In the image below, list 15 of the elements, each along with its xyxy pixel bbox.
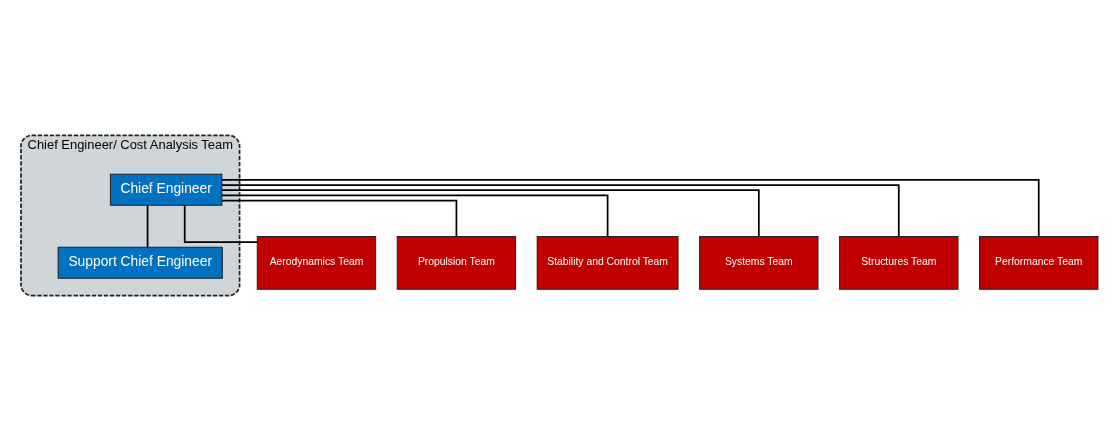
connector bbox=[221, 188, 760, 237]
node-box: Systems Team bbox=[699, 235, 819, 290]
connector bbox=[146, 204, 149, 248]
connector bbox=[221, 178, 1040, 237]
node-box: Propulsion Team bbox=[396, 235, 517, 290]
node-box: Aerodynamics Team bbox=[256, 235, 377, 290]
node-box: Stability and Control Team bbox=[536, 235, 679, 290]
node-box: Chief Engineer bbox=[109, 173, 223, 206]
connector bbox=[221, 199, 458, 237]
connector bbox=[221, 183, 900, 237]
node-box: Performance Team bbox=[979, 235, 1099, 290]
node-box: Structures Team bbox=[839, 235, 959, 290]
node-box: Support Chief Engineer bbox=[57, 246, 223, 279]
connector bbox=[221, 194, 609, 237]
connector bbox=[183, 204, 258, 243]
